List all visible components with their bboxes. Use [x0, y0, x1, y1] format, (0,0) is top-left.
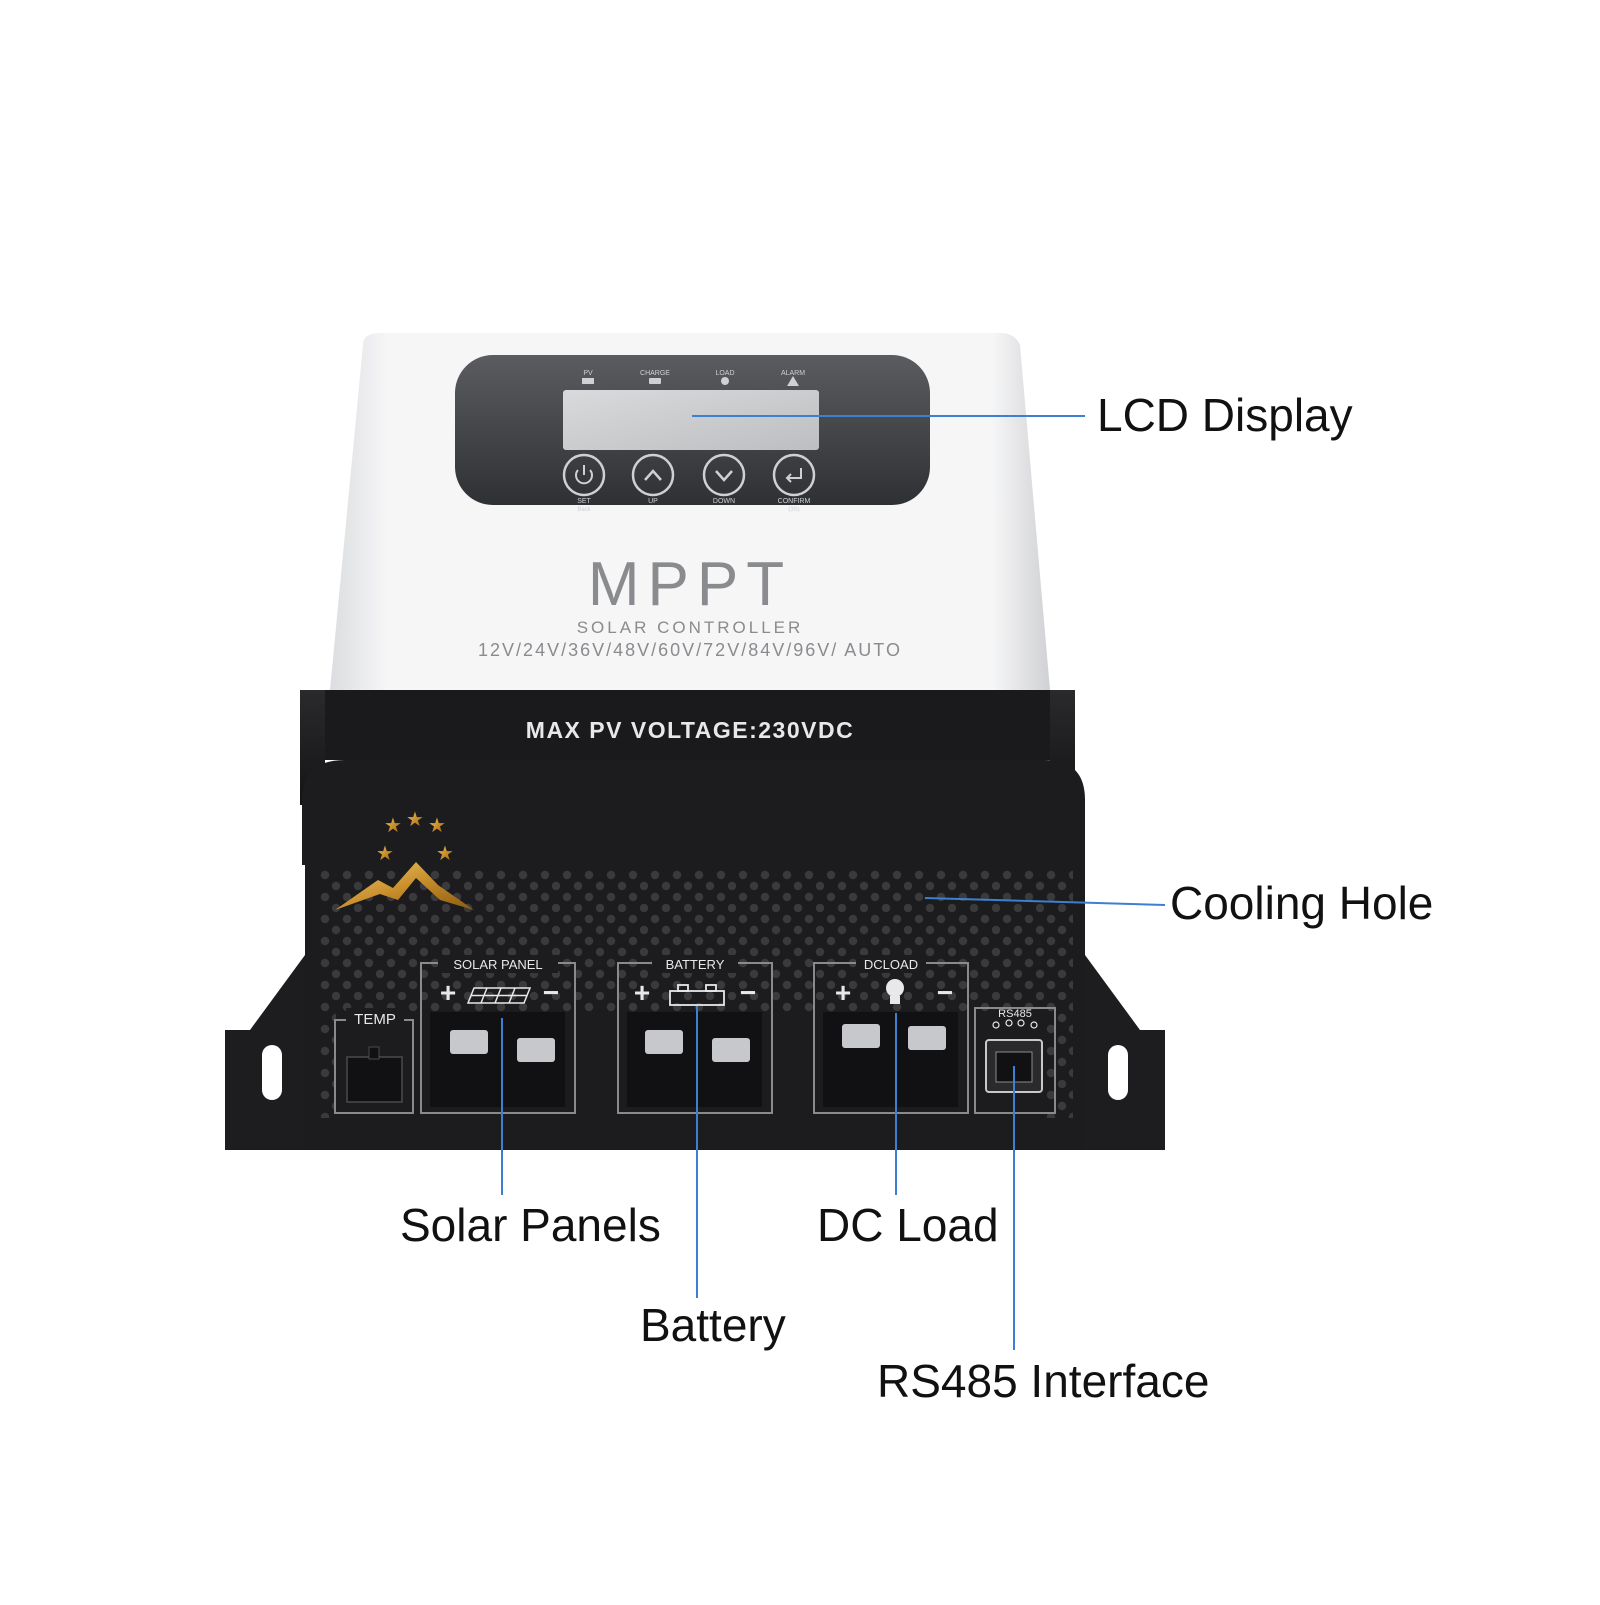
brand-logo: ★ ★ ★ ★ ★ [335, 809, 474, 910]
set-button-label: SET [577, 498, 591, 505]
callout-cooling-hole: Cooling Hole [1170, 877, 1434, 929]
cooling-leader-line [924, 897, 1166, 906]
alarm-indicator-icon [787, 376, 799, 386]
cooling-holes-side-left [318, 1013, 336, 1118]
brand-mppt: MPPT [588, 550, 792, 619]
power-icon [575, 465, 593, 485]
product-name: SOLAR CONTROLLER [577, 618, 804, 637]
down-button-label: DOWN [713, 498, 735, 505]
lcd-screen [563, 390, 819, 450]
up-button-label: UP [648, 498, 658, 505]
callout-lcd-display: LCD Display [1097, 389, 1353, 441]
battery-plus-screw[interactable] [645, 1030, 683, 1054]
confirm-button-label: CONFIRM [778, 498, 811, 505]
battery-plus-sign: + [634, 977, 650, 1008]
battery-terminal-label-bg [652, 955, 738, 973]
battery-minus-sign: − [740, 977, 756, 1008]
logo-star-2: ★ [406, 809, 424, 831]
solar-minus-screw[interactable] [517, 1038, 555, 1062]
callout-solar-panels: Solar Panels [400, 1199, 661, 1251]
temp-port-pin [368, 1046, 380, 1060]
dcload-plus-sign: + [835, 977, 851, 1008]
callout-dc-load: DC Load [817, 1199, 999, 1251]
set-button[interactable] [562, 453, 606, 497]
lower-body-top [302, 760, 1085, 865]
solar-plus-screw[interactable] [450, 1030, 488, 1054]
logo-star-4: ★ [376, 843, 394, 865]
confirm-button[interactable] [772, 453, 816, 497]
keypad: SET Back UP DOWN CONFIRM (3S) [562, 453, 816, 513]
dcload-minus-screw[interactable] [908, 1026, 946, 1050]
up-button[interactable] [631, 453, 675, 497]
status-indicators: PV CHARGE LOAD ALARM [582, 370, 805, 386]
temp-port-label: TEMP [354, 1011, 396, 1028]
temp-port-label-bg [346, 1008, 404, 1028]
down-button[interactable] [702, 453, 746, 497]
logo-star-5: ★ [436, 843, 454, 865]
indicator-load: LOAD [715, 370, 734, 377]
indicator-charge: CHARGE [640, 370, 670, 377]
battery-icon [669, 984, 725, 1006]
chevron-down-icon [715, 470, 733, 482]
mount-slot-right [1108, 1045, 1128, 1100]
battery-minus-screw[interactable] [712, 1038, 750, 1062]
max-pv-voltage: MAX PV VOLTAGE:230VDC [526, 717, 854, 743]
load-indicator-icon [721, 377, 729, 385]
logo-star-3: ★ [428, 815, 446, 837]
callout-rs485-interface: RS485 Interface [877, 1355, 1210, 1407]
leader-lines [501, 415, 1166, 1350]
solar-terminal-label-bg [438, 955, 558, 973]
battery-terminal-label: BATTERY [666, 957, 725, 972]
pv-indicator-icon [582, 378, 594, 384]
temp-port-socket[interactable] [346, 1056, 403, 1103]
dcload-terminal-label: DCLOAD [864, 957, 918, 972]
rs485-pinout-icon [992, 1019, 1038, 1029]
solar-terminal-label: SOLAR PANEL [453, 957, 542, 972]
chevron-up-icon [644, 469, 662, 481]
dcload-terminal-label-bg [856, 955, 926, 973]
indicator-pv: PV [583, 370, 593, 377]
enter-icon [785, 468, 802, 483]
cooling-holes-side-right [1045, 1013, 1073, 1118]
solar-minus-sign: − [543, 977, 559, 1008]
callout-battery: Battery [640, 1299, 786, 1351]
logo-mountain [335, 862, 474, 910]
solar-plus-sign: + [440, 977, 456, 1008]
rs485-port-label: RS485 [998, 1008, 1032, 1020]
system-voltages: 12V/24V/36V/48V/60V/72V/84V/96V/ AUTO [478, 640, 902, 660]
confirm-button-sub: (3S) [788, 507, 799, 513]
indicator-alarm: ALARM [781, 370, 805, 377]
bulb-icon [886, 979, 904, 1004]
charge-indicator-icon [649, 378, 661, 384]
band-face [325, 690, 1050, 760]
set-button-sub: Back [577, 507, 591, 513]
dcload-plus-screw[interactable] [842, 1024, 880, 1048]
mount-slot-left [262, 1045, 282, 1100]
dcload-minus-sign: − [937, 977, 953, 1008]
solar-panel-icon [466, 987, 532, 1004]
logo-star-1: ★ [384, 815, 402, 837]
